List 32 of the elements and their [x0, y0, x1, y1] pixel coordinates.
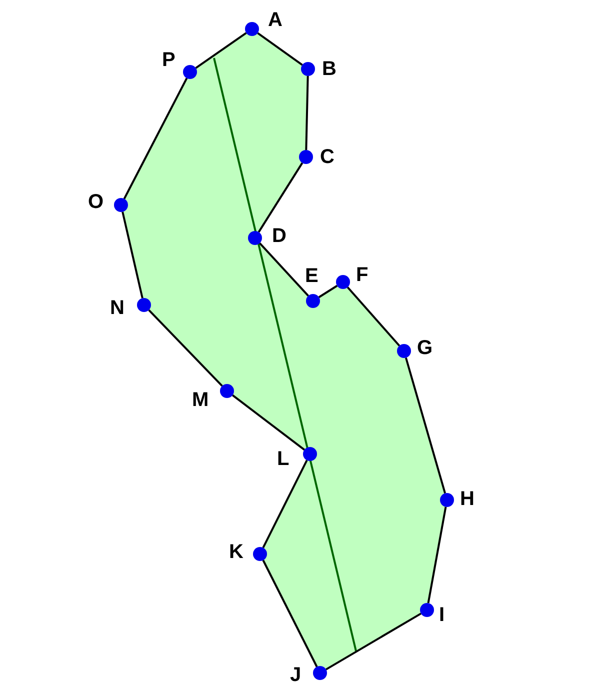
polygon-side	[257, 32, 303, 66]
polygon-side	[123, 78, 188, 200]
polygon-side	[122, 212, 144, 298]
vertex-label: D	[272, 226, 286, 246]
polygon-side	[262, 560, 318, 668]
vertex-label: B	[322, 59, 336, 79]
vertex-label: L	[277, 449, 290, 469]
polygon-side	[148, 309, 223, 387]
polygon-side	[259, 242, 309, 297]
vertex-label: J	[290, 665, 302, 685]
vertex-label: E	[305, 266, 318, 286]
polygon-side	[427, 506, 447, 604]
polygon-side	[318, 284, 338, 298]
vertex-label: A	[268, 10, 282, 30]
polygon-side	[262, 460, 308, 548]
vertex-label: K	[229, 542, 244, 562]
vertex-label: F	[356, 265, 368, 285]
vertex-label: C	[320, 147, 334, 167]
vertex-label: P	[162, 50, 176, 70]
polygon-side	[305, 76, 309, 150]
vertex-label: I	[439, 605, 445, 625]
polygon-side	[232, 394, 306, 451]
vertex-label: N	[110, 298, 124, 318]
vertex-label: M	[192, 390, 209, 410]
polygon-side	[404, 357, 446, 494]
vertex-label: O	[88, 192, 104, 212]
polygon-side	[195, 32, 247, 69]
polygon-side	[326, 612, 422, 670]
polygon-side	[258, 162, 304, 233]
vertex-label: G	[417, 338, 433, 358]
polygon-side	[346, 286, 400, 346]
vertex-label: H	[460, 489, 474, 509]
